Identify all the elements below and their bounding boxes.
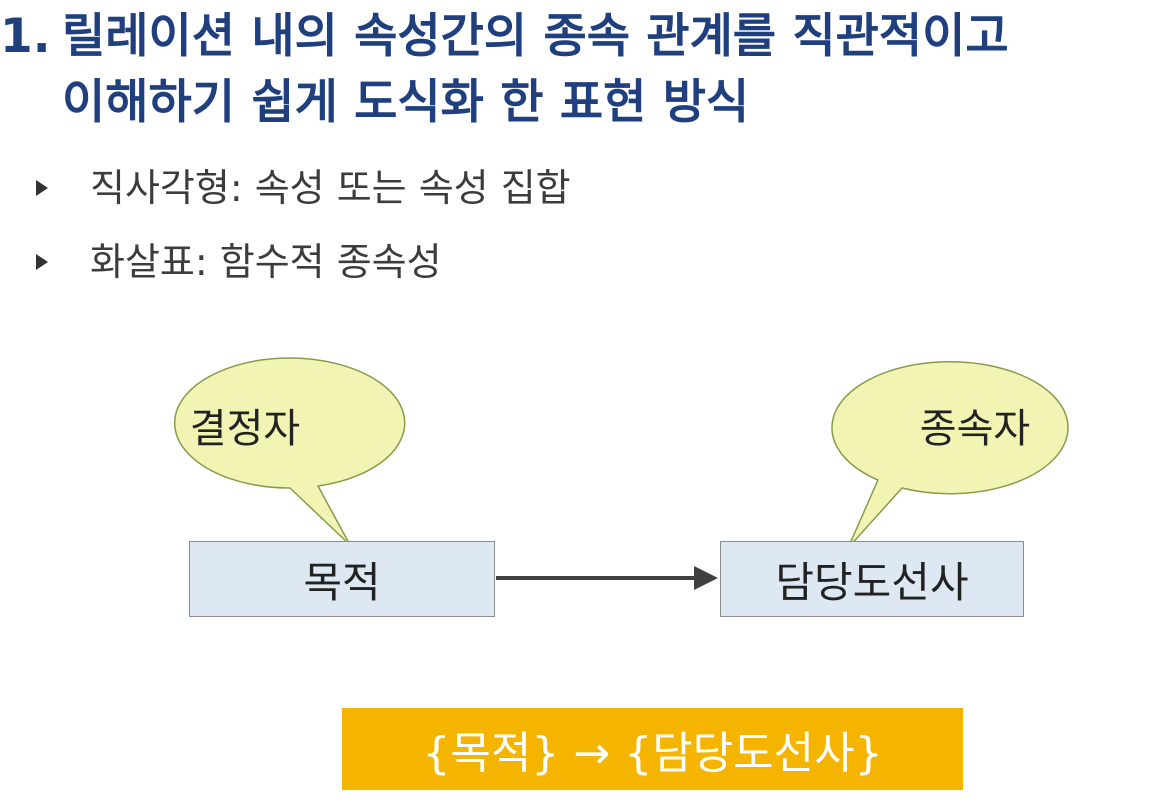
dependent-attribute-box: 담당도선사	[720, 541, 1024, 617]
triangle-bullet-icon	[36, 179, 48, 196]
dependent-callout-bubble	[831, 360, 1069, 549]
dependency-notation: {목적} → {담당도선사}	[342, 708, 963, 790]
title-number: 1.	[0, 9, 51, 64]
bullet-text: 화살표: 함수적 종속성	[90, 240, 442, 284]
triangle-bullet-icon	[36, 253, 48, 270]
dependent-label: 종속자	[919, 406, 1031, 452]
dependency-arrow-head	[694, 566, 718, 590]
title-line-1: 릴레이션 내의 속성간의 종속 관계를 직관적이고	[62, 9, 1009, 64]
bullet-text: 직사각형: 속성 또는 속성 집합	[90, 166, 571, 210]
determinant-label: 결정자	[189, 406, 301, 452]
bullet-item-rectangle: 직사각형: 속성 또는 속성 집합	[36, 162, 571, 214]
determinant-attribute-box: 목적	[189, 541, 495, 617]
bullet-item-arrow: 화살표: 함수적 종속성	[36, 236, 442, 288]
title-line-2: 이해하기 쉽게 도식화 한 표현 방식	[62, 75, 750, 130]
slide-title: 1.릴레이션 내의 속성간의 종속 관계를 직관적이고 이해하기 쉽게 도식화 …	[0, 4, 1169, 136]
